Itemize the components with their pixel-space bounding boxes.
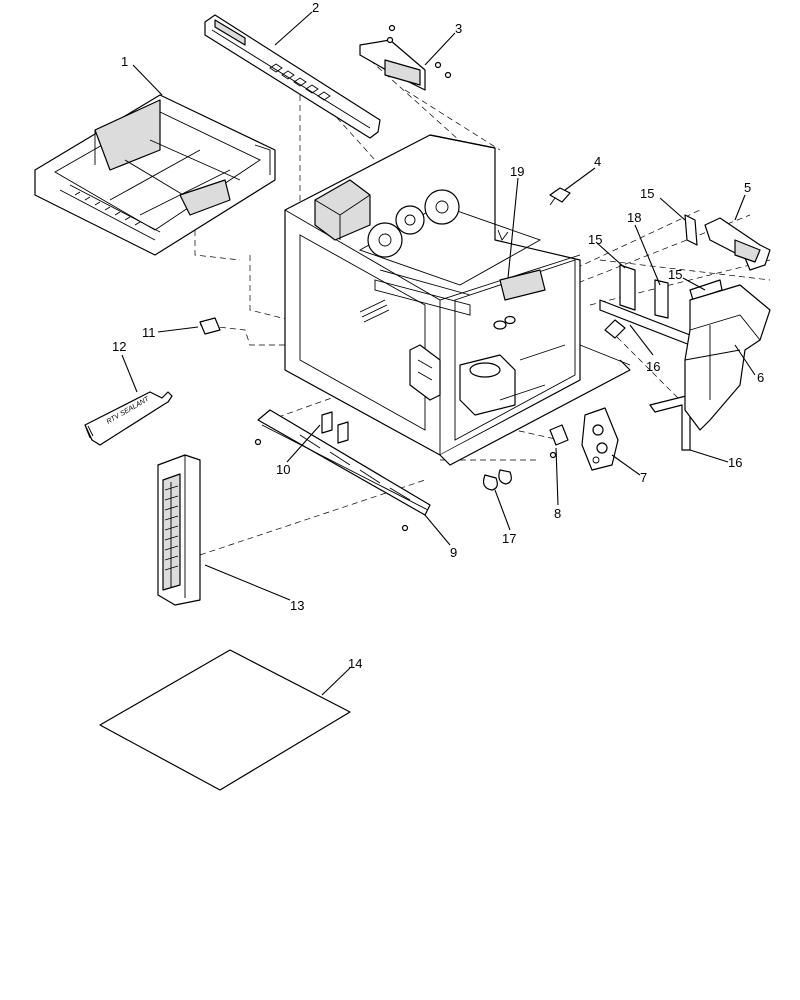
leader-lines: [121, 11, 756, 696]
callout-6: 6: [757, 370, 764, 385]
callout-16a: 16: [646, 359, 660, 374]
callout-11: 11: [142, 325, 156, 340]
callout-2: 2: [312, 0, 319, 15]
callout-12: 12: [112, 339, 126, 354]
part-3-control-bracket: [359, 24, 452, 91]
part-2-control-panel-strip: [204, 14, 381, 139]
part-12-sealant-tube: RTV SEALANT: [84, 391, 173, 446]
part-1-top-cover-tray: [34, 94, 276, 256]
part-5-bracket: [704, 217, 771, 271]
callout-18: 18: [627, 210, 641, 225]
callout-7: 7: [640, 470, 647, 485]
callout-15a: 15: [640, 186, 654, 201]
part-13-keypad: [157, 454, 201, 606]
part-18-bracket: [654, 279, 669, 319]
callout-14: 14: [348, 656, 362, 671]
callout-3: 3: [455, 21, 462, 36]
callout-15b: 15: [588, 232, 602, 247]
part-6-air-duct: [684, 284, 771, 431]
part-4-clip: [549, 187, 571, 206]
callout-labels: 1 2 3 4 5 6 7 8 9 10 11 12 13 14 15 15 1…: [112, 0, 764, 671]
part-16-brackets: [599, 299, 691, 451]
part-15-brackets: [619, 214, 723, 311]
callout-4: 4: [594, 154, 601, 169]
callout-13: 13: [290, 598, 304, 613]
part-11-label: [199, 317, 221, 335]
callout-10: 10: [276, 462, 290, 477]
callout-8: 8: [554, 506, 561, 521]
part-14-sheet: [99, 649, 351, 791]
callout-5: 5: [744, 180, 751, 195]
callout-9: 9: [450, 545, 457, 560]
main-chassis-cavity: [284, 134, 631, 466]
part-17-clips: [482, 469, 512, 491]
part-10-feet: [321, 411, 349, 444]
part-9-grille-strip: [254, 409, 431, 532]
part-8-switch: [549, 424, 569, 459]
callout-19: 19: [510, 164, 524, 179]
callout-1: 1: [121, 54, 128, 69]
callout-16b: 16: [728, 455, 742, 470]
callout-15c: 15: [668, 267, 682, 282]
callout-17: 17: [502, 531, 516, 546]
part-7-terminal-block: [581, 407, 619, 471]
part-19-grommets: [493, 229, 516, 330]
